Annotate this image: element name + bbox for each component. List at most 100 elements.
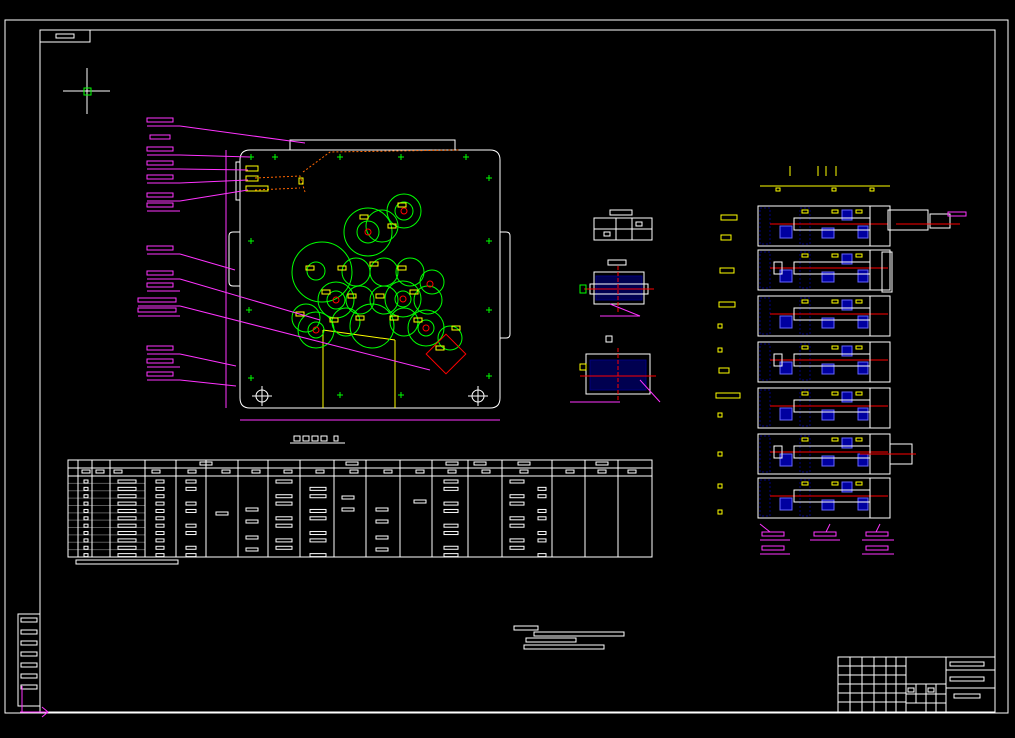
table-cell: [375, 507, 389, 512]
table-cell: [117, 486, 137, 491]
table-cell: [245, 547, 259, 552]
table-cell: [155, 553, 165, 558]
bearing-block: [841, 253, 853, 265]
table-cell: [443, 508, 459, 513]
table-header-cell: [627, 469, 637, 474]
table-cell: [83, 531, 89, 536]
section-tag: [801, 253, 809, 258]
table-cell: [309, 516, 327, 521]
table-header-cell: [597, 469, 607, 474]
table-cell: [443, 479, 459, 484]
section-hatch-left: [759, 389, 771, 427]
table-cell: [309, 494, 327, 499]
gear-centres: [312, 207, 467, 375]
detail-view-middle[interactable]: [579, 259, 654, 317]
bearing-block: [821, 271, 835, 283]
table-cell: [375, 519, 389, 524]
table-cell: [155, 545, 165, 550]
section-tag: [855, 209, 863, 214]
section-tag: [855, 253, 863, 258]
table-header-cell: [565, 469, 575, 474]
plate-markers: [246, 154, 492, 398]
table-cell: [215, 511, 229, 516]
section-tag: [801, 437, 809, 442]
section-tag: [801, 391, 809, 396]
table-cell: [275, 479, 293, 484]
section-tag: [801, 345, 809, 350]
gear-train[interactable]: [291, 193, 463, 351]
table-cell: [443, 523, 459, 528]
table-cell: [185, 545, 197, 550]
table-header-cell: [283, 469, 293, 474]
bearing-block: [821, 317, 835, 329]
table-cell: [375, 535, 389, 540]
section-tag: [831, 481, 839, 486]
table-cell: [443, 545, 459, 550]
table-cell: [185, 508, 197, 513]
table-header-cell: [345, 461, 359, 466]
detail-view-bottom[interactable]: [570, 335, 661, 403]
table-header-cell: [447, 469, 457, 474]
main-plate-view[interactable]: [225, 139, 511, 421]
section-panels: [757, 205, 891, 519]
table-header-cell: [445, 461, 459, 466]
parts-table[interactable]: [67, 459, 653, 558]
section-tag: [855, 391, 863, 396]
table-cell: [275, 538, 293, 543]
section-tag: [855, 299, 863, 304]
table-cell: [309, 486, 327, 491]
table-cell: [117, 553, 137, 558]
bearing-block: [841, 209, 853, 221]
table-cell: [309, 538, 327, 543]
bearing-block: [821, 499, 835, 511]
table-cell: [117, 523, 137, 528]
bearing-block: [841, 437, 853, 449]
table-header-cell: [481, 469, 491, 474]
table-cell: [509, 545, 525, 550]
table-cell: [375, 547, 389, 552]
section-tag: [831, 253, 839, 258]
table-cell: [275, 494, 293, 499]
section-panel: [757, 205, 891, 247]
section-stack[interactable]: [715, 166, 890, 515]
shaft-collar: [773, 353, 783, 367]
table-header-cell: [113, 469, 123, 474]
table-cell: [537, 508, 547, 513]
section-hatch-left: [759, 297, 771, 335]
table-header-cell: [95, 469, 105, 474]
table-cell: [413, 499, 427, 504]
table-header-cell: [81, 469, 91, 474]
table-cell: [83, 508, 89, 513]
table-cell: [537, 553, 547, 558]
section-tag: [831, 345, 839, 350]
bearing-block: [857, 315, 869, 329]
bearing-block: [779, 453, 793, 467]
table-cell: [155, 523, 165, 528]
table-cell: [443, 531, 459, 536]
bearing-block: [857, 361, 869, 375]
bearing-block: [821, 227, 835, 239]
table-cell: [155, 501, 165, 506]
bearing-block: [857, 497, 869, 511]
left-margin-blocks: [17, 613, 41, 707]
table-header-cell: [517, 461, 531, 466]
table-cell: [83, 501, 89, 506]
table-cell: [83, 486, 89, 491]
section-hatch-left: [759, 479, 771, 517]
main-view-caption: [290, 435, 345, 444]
section-panel: [757, 341, 891, 383]
table-cell: [341, 507, 355, 512]
table-cell: [117, 508, 137, 513]
table-cell: [83, 479, 89, 484]
sheet-frame: [4, 19, 1009, 714]
detail-view-top[interactable]: [593, 209, 653, 241]
table-cell: [509, 494, 525, 499]
table-cell: [117, 531, 137, 536]
section-tag: [831, 391, 839, 396]
table-cell: [155, 508, 165, 513]
bearing-block: [779, 361, 793, 375]
shaft-collar: [773, 445, 783, 459]
section-hatch-left: [759, 343, 771, 381]
